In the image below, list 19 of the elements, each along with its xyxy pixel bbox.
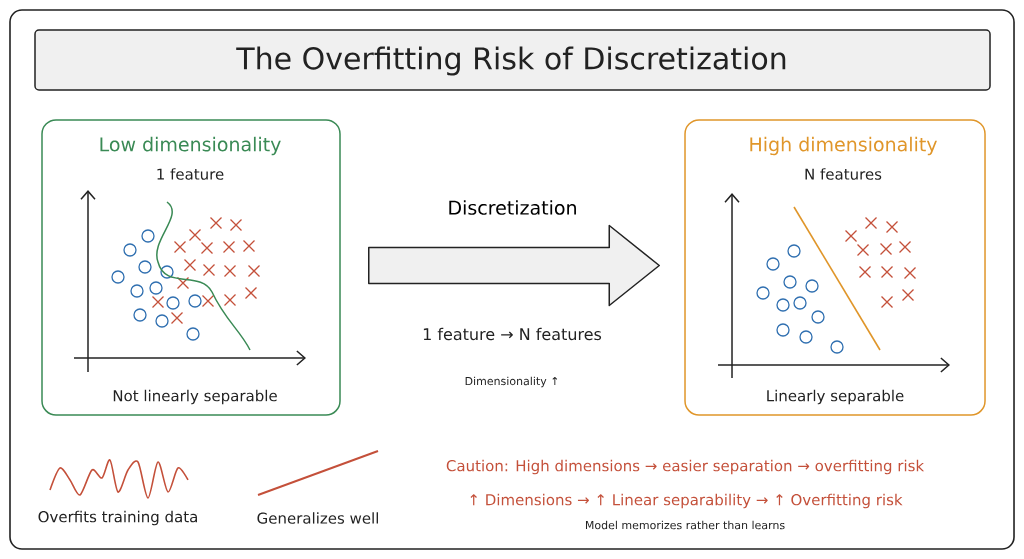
panel-subtitle: N features (805, 168, 882, 180)
title-text: The Overfitting Risk of Discretization (236, 46, 786, 76)
panel-heading: Low dimensionality (100, 136, 281, 156)
legend-text: Generalizes well (257, 512, 378, 524)
panel-caption: Not linearly separable (113, 389, 277, 405)
arrow (368, 224, 660, 307)
panel (684, 119, 986, 416)
panel-subtitle: 1 feature (157, 168, 224, 180)
panel-caption: Linearly separable (767, 389, 904, 405)
edge-label: Discretization (449, 200, 576, 215)
note-text: Model memorizes rather than learns (586, 520, 785, 530)
panel (41, 119, 341, 416)
panel-heading: High dimensionality (750, 136, 937, 156)
title-banner (34, 29, 991, 91)
caution-text: ↑ Dimensions → ↑ Linear separability → ↑ Overfitting risk (470, 493, 903, 509)
note-text: Dimensionality ↑ (465, 376, 558, 388)
caution-text: Caution: High dimensions → easier separation → overfitting risk (446, 459, 925, 475)
formula-text: 1 feature → N features (423, 327, 602, 341)
legend-text: Overfits training data (38, 510, 197, 526)
